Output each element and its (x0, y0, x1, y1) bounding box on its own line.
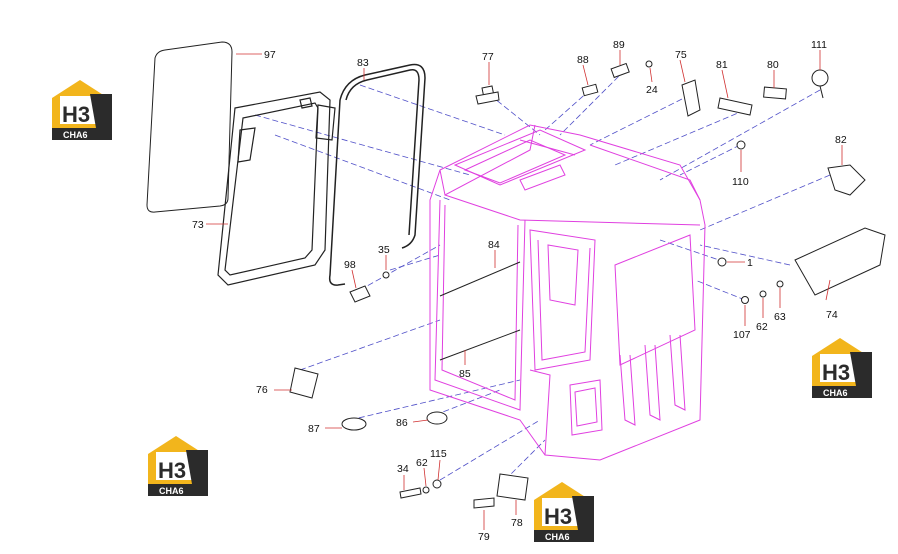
label-77: 77 (482, 51, 494, 63)
label-110: 110 (732, 176, 749, 188)
label-63: 63 (774, 311, 786, 323)
label-62a: 62 (756, 321, 768, 333)
label-83: 83 (357, 57, 369, 69)
logo-big-text: H3 (822, 360, 850, 385)
logo-small-text: CHA6 (823, 388, 848, 398)
logo-small-text: CHA6 (63, 130, 88, 140)
label-76: 76 (256, 384, 268, 396)
logo-small-text: CHA6 (545, 532, 570, 542)
label-78: 78 (511, 517, 523, 529)
label-86: 86 (396, 417, 408, 429)
label-75: 75 (675, 49, 687, 61)
logo-big-text: H3 (158, 458, 186, 483)
hardware-parts (289, 60, 886, 509)
logo-big-text: H3 (544, 504, 572, 529)
watermark-logo-1: H3 CHA6 (52, 80, 112, 140)
label-115: 115 (430, 448, 447, 460)
label-34: 34 (397, 463, 409, 475)
part-labels: 97 83 77 88 89 24 75 81 80 111 82 110 73… (192, 39, 847, 543)
label-85: 85 (459, 368, 471, 380)
part-97-glass-pane (146, 41, 233, 213)
label-107: 107 (733, 329, 751, 341)
label-98: 98 (344, 259, 356, 271)
label-1: 1 (747, 257, 753, 269)
watermark-logo-3: H3 CHA6 (148, 436, 208, 496)
watermark-logo-2: H3 CHA6 (812, 338, 872, 398)
label-62b: 62 (416, 457, 428, 469)
label-24: 24 (646, 84, 658, 96)
watermark-logo-4: H3 CHA6 (534, 482, 594, 542)
label-81: 81 (716, 59, 728, 71)
label-79: 79 (478, 531, 490, 543)
part-83-door-seal (328, 63, 426, 286)
label-73: 73 (192, 219, 204, 231)
leader-lines (206, 50, 843, 530)
label-111: 111 (811, 39, 827, 51)
label-89: 89 (613, 39, 625, 51)
label-88: 88 (577, 54, 589, 66)
label-84: 84 (488, 239, 500, 251)
logo-big-text: H3 (62, 102, 90, 127)
cab-frame (429, 124, 706, 461)
label-35: 35 (378, 244, 390, 256)
label-74: 74 (826, 309, 838, 321)
label-97: 97 (264, 49, 276, 61)
label-80: 80 (767, 59, 779, 71)
logo-small-text: CHA6 (159, 486, 184, 496)
label-87: 87 (308, 423, 320, 435)
part-73-door-frame (217, 91, 336, 286)
label-82: 82 (835, 134, 847, 146)
assembly-guide-lines (254, 69, 831, 481)
